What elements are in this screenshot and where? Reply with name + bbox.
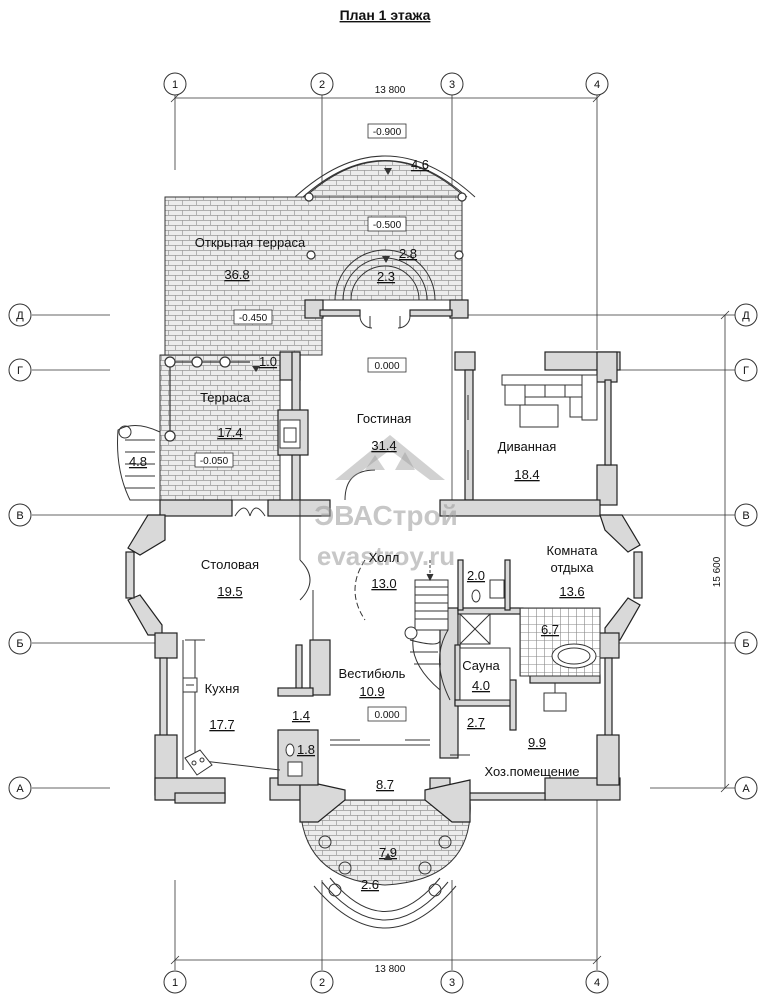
level-mark: -0.500 bbox=[373, 220, 402, 231]
axis-label-g-right: Г bbox=[743, 365, 749, 377]
area-label: 7.9 bbox=[379, 845, 397, 860]
room-area: 17.7 bbox=[209, 717, 234, 732]
top-steps bbox=[294, 155, 476, 301]
room-name: Открытая терраса bbox=[195, 235, 306, 250]
axis-label-b-right: Б bbox=[742, 638, 749, 650]
room-name: Диванная bbox=[498, 439, 557, 454]
dimension-height: 15 600 bbox=[712, 556, 723, 587]
plan-title: План 1 этажа bbox=[340, 7, 431, 23]
area-label: 1.8 bbox=[297, 742, 315, 757]
room-name: Холл bbox=[369, 550, 400, 565]
area-label: 6.7 bbox=[541, 622, 559, 637]
area-label: 2.7 bbox=[467, 715, 485, 730]
dimension-lines bbox=[170, 93, 730, 965]
room-name: Сауна bbox=[462, 658, 500, 673]
level-mark: -0.900 bbox=[373, 127, 402, 138]
axis-label-d-left: Д bbox=[16, 310, 24, 322]
interior-lines bbox=[182, 315, 470, 771]
room-name: Столовая bbox=[201, 557, 259, 572]
area-label: 2.3 bbox=[377, 269, 395, 284]
axis-markers bbox=[8, 72, 758, 994]
level-mark: 0.000 bbox=[374, 710, 399, 721]
axis-label-1-bottom: 1 bbox=[172, 977, 178, 989]
level-mark: -0.450 bbox=[239, 313, 268, 324]
room-area: 10.9 bbox=[359, 684, 384, 699]
room-area: 13.0 bbox=[371, 576, 396, 591]
area-label: 2.0 bbox=[467, 568, 485, 583]
room-name: Кухня bbox=[205, 681, 240, 696]
axis-label-g-left: Г bbox=[17, 365, 23, 377]
room-area: 36.8 bbox=[224, 267, 249, 282]
walls bbox=[125, 299, 643, 823]
room-name: Хоз.помещение bbox=[484, 764, 579, 779]
room-name: Гостиная bbox=[357, 411, 412, 426]
axis-label-4-bottom: 4 bbox=[594, 977, 600, 989]
axis-label-3-top: 3 bbox=[449, 79, 455, 91]
axis-label-2-bottom: 2 bbox=[319, 977, 325, 989]
dimension-width-top: 13 800 bbox=[375, 85, 406, 96]
room-area: 13.6 bbox=[559, 584, 584, 599]
room-area: 19.5 bbox=[217, 584, 242, 599]
dimension-width-bottom: 13 800 bbox=[375, 964, 406, 975]
staircase bbox=[354, 559, 451, 701]
axis-label-2-top: 2 bbox=[319, 79, 325, 91]
room-name: Терраса bbox=[200, 390, 251, 405]
step-arrows bbox=[252, 168, 392, 860]
axis-label-b-left: Б bbox=[16, 638, 23, 650]
side-steps bbox=[117, 425, 161, 501]
room-labels: Открытая терраса 36.8 Терраса 17.4 Гости… bbox=[129, 157, 598, 892]
area-label: 2.8 bbox=[399, 246, 417, 261]
watermark-brand: ЭВАСтрой bbox=[314, 500, 458, 531]
room-area: 9.9 bbox=[528, 735, 546, 750]
fireplace bbox=[279, 419, 301, 449]
axis-label-1-top: 1 bbox=[172, 79, 178, 91]
area-label: 1.0 bbox=[259, 354, 277, 369]
area-label: 8.7 bbox=[376, 777, 394, 792]
room-area: 18.4 bbox=[514, 467, 539, 482]
area-label: 1.4 bbox=[292, 708, 310, 723]
sanitary-fixtures bbox=[285, 579, 567, 777]
railing-posts bbox=[164, 192, 467, 442]
level-mark: -0.050 bbox=[200, 456, 229, 467]
room-name-line-2: отдыха bbox=[551, 560, 595, 575]
level-mark: 0.000 bbox=[374, 361, 399, 372]
axis-labels: 1 2 3 4 1 2 3 4 Д Г В Б А Д Г В Б А bbox=[16, 79, 750, 989]
axis-label-a-right: А bbox=[742, 783, 750, 795]
watermark-house-icon bbox=[335, 435, 445, 480]
axis-label-d-right: Д bbox=[742, 310, 750, 322]
area-label: 2.6 bbox=[361, 877, 379, 892]
bottom-steps bbox=[313, 835, 457, 929]
axis-label-a-left: А bbox=[16, 783, 24, 795]
axis-label-v-left: В bbox=[16, 510, 23, 522]
tiled-areas bbox=[459, 607, 601, 701]
sofa bbox=[501, 374, 598, 428]
room-area: 4.0 bbox=[472, 678, 490, 693]
room-area: 17.4 bbox=[217, 425, 242, 440]
kitchen-fixtures bbox=[182, 677, 213, 776]
room-area: 31.4 bbox=[371, 438, 396, 453]
axis-label-v-right: В bbox=[742, 510, 749, 522]
axis-label-3-bottom: 3 bbox=[449, 977, 455, 989]
watermark-site: evastroy.ru bbox=[317, 541, 455, 571]
axis-label-4-top: 4 bbox=[594, 79, 600, 91]
area-label: 4.6 bbox=[411, 157, 429, 172]
watermark: ЭВАСтрой evastroy.ru bbox=[314, 435, 458, 571]
room-name: Вестибюль bbox=[339, 666, 406, 681]
room-name-line-1: Комната bbox=[547, 543, 599, 558]
level-marks bbox=[194, 123, 407, 722]
area-label: 4.8 bbox=[129, 454, 147, 469]
